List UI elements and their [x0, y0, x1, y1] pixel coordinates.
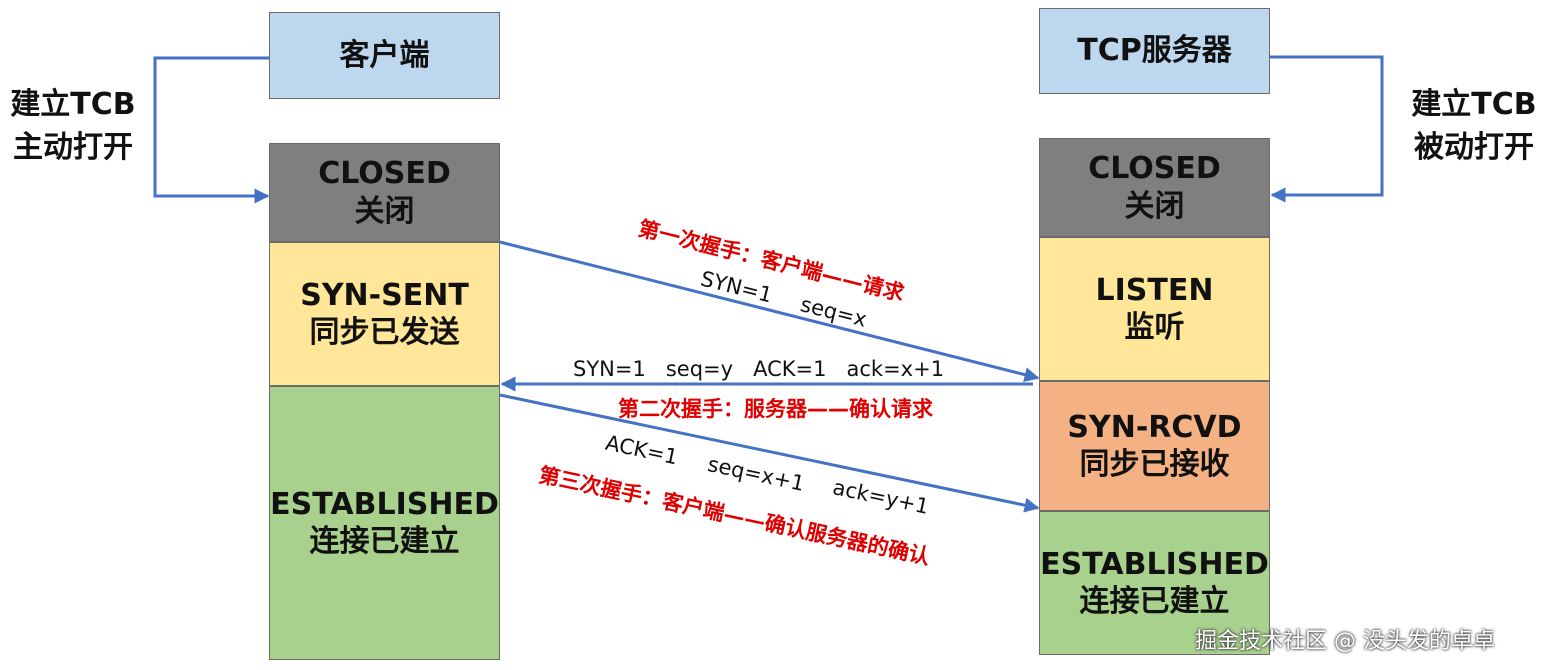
third-handshake-arrow — [499, 393, 1040, 513]
client-open-connector — [153, 56, 270, 204]
server-side-label-line1: 建立TCB — [1411, 87, 1537, 122]
state-name: ESTABLISHED — [270, 486, 499, 522]
server-header-label: TCP服务器 — [1077, 33, 1232, 69]
state-name: SYN-SENT — [300, 277, 469, 313]
state-name: CLOSED — [318, 156, 451, 191]
state-desc: 监听 — [1124, 310, 1185, 345]
first-handshake-arrow — [499, 240, 1040, 382]
client-state-established: ESTABLISHED 连接已建立 — [269, 386, 500, 660]
server-state-listen: LISTEN 监听 — [1039, 237, 1270, 381]
state-desc: 连接已建立 — [309, 524, 460, 559]
client-header-label: 客户端 — [339, 37, 430, 73]
server-open-connector — [1270, 55, 1384, 203]
server-state-closed: CLOSED 关闭 — [1039, 138, 1270, 237]
state-desc: 关闭 — [1124, 188, 1185, 224]
server-side-label-line2: 被动打开 — [1414, 129, 1534, 165]
server-header: TCP服务器 — [1039, 8, 1270, 94]
server-side-label: 建立TCB 被动打开 — [1400, 84, 1548, 169]
state-desc: 同步已发送 — [309, 315, 460, 350]
state-desc: 同步已接收 — [1079, 447, 1230, 482]
second-handshake-params: SYN=1 seq=y ACK=1 ack=x+1 — [573, 357, 945, 381]
server-state-syn-rcvd: SYN-RCVD 同步已接收 — [1039, 381, 1270, 511]
client-side-label-line2: 主动打开 — [13, 129, 133, 165]
second-handshake-title: 第二次握手：服务器——确认请求 — [618, 397, 933, 421]
client-header: 客户端 — [269, 12, 500, 99]
client-side-label: 建立TCB 主动打开 — [0, 84, 146, 169]
watermark: 掘金技术社区 @ 没头发的卓卓 — [1195, 629, 1495, 654]
state-name: CLOSED — [1088, 151, 1221, 186]
state-name: ESTABLISHED — [1040, 546, 1269, 582]
state-name: LISTEN — [1095, 272, 1214, 308]
state-desc: 连接已建立 — [1079, 584, 1230, 619]
state-name: SYN-RCVD — [1067, 409, 1242, 445]
client-side-label-line1: 建立TCB — [10, 87, 136, 122]
client-state-syn-sent: SYN-SENT 同步已发送 — [269, 242, 500, 386]
state-desc: 关闭 — [354, 193, 415, 229]
client-state-closed: CLOSED 关闭 — [269, 143, 500, 242]
server-state-established: ESTABLISHED 连接已建立 — [1039, 511, 1270, 655]
